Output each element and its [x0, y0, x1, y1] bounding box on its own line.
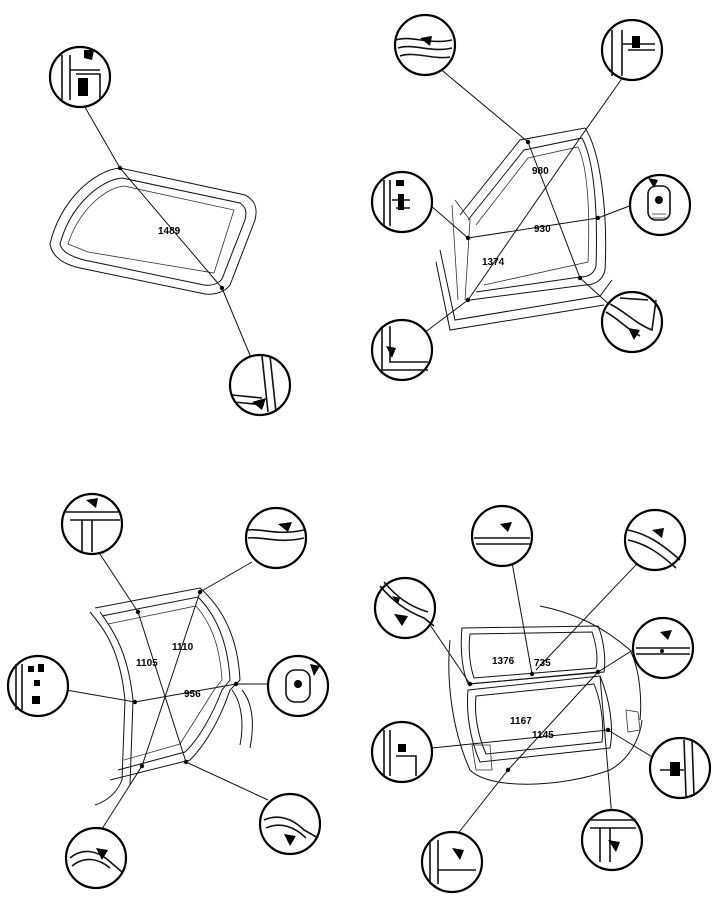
panel-front-door: 980 930 1374 — [370, 13, 692, 382]
detail-circle — [64, 826, 128, 890]
dim-label: 956 — [184, 689, 201, 700]
dim-label: 1110 — [172, 642, 194, 653]
dim-label: 1105 — [136, 658, 158, 669]
detail-circle — [6, 654, 70, 718]
detail-circle — [244, 506, 308, 570]
detail-circle — [373, 576, 437, 640]
detail-circle — [370, 318, 434, 382]
dim-label: 980 — [532, 166, 549, 177]
panel-rear-door: 1110 1105 956 — [6, 492, 330, 890]
detail-circle — [370, 170, 434, 234]
panel-windshield: 1489 — [48, 45, 292, 417]
detail-circle — [370, 720, 434, 784]
dim-label: 735 — [534, 658, 551, 669]
detail-circle — [228, 353, 292, 417]
detail-circle — [623, 508, 687, 572]
detail-circle — [600, 290, 664, 354]
detail-circle — [48, 45, 112, 109]
panel-tailgate: 1376 735 1167 1145 — [370, 504, 712, 894]
detail-circle — [628, 173, 692, 237]
detail-circle — [470, 504, 534, 568]
dim-label: 1167 — [510, 716, 532, 727]
dim-label: 1374 — [482, 257, 505, 268]
dim-label: 930 — [534, 224, 551, 235]
detail-circle — [600, 18, 664, 82]
dim-label: 1376 — [492, 656, 515, 667]
detail-circle — [420, 830, 484, 894]
detail-circle — [631, 616, 695, 680]
detail-circle — [60, 492, 124, 556]
dim-label: 1145 — [532, 730, 554, 741]
detail-circle — [393, 13, 457, 77]
detail-circle — [258, 792, 322, 856]
detail-circle — [580, 808, 644, 872]
detail-circle — [266, 654, 330, 718]
detail-circle — [648, 736, 712, 800]
dim-label: 1489 — [158, 226, 181, 237]
